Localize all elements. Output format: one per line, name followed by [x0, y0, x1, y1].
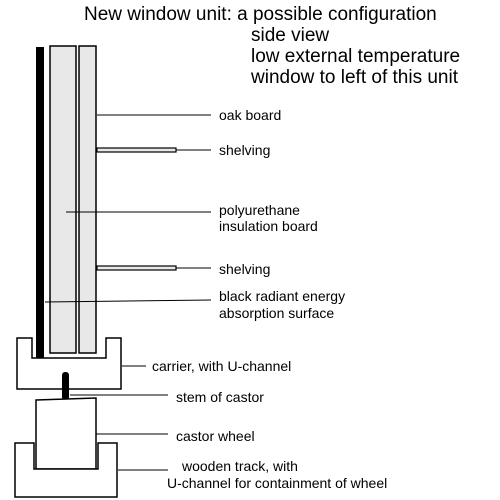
label-shelving-bottom: shelving	[219, 261, 271, 277]
label-track-line-1: wooden track, with	[182, 458, 298, 474]
title-line-3: low external temperature	[251, 46, 461, 67]
leader-absorber	[44, 299, 212, 303]
carrier-u-channel	[16, 337, 122, 390]
title-line-2: side view	[251, 25, 330, 46]
label-absorber-line-1: black radiant energy	[219, 288, 346, 304]
black-absorber-strip	[36, 47, 44, 360]
label-shelving-top: shelving	[219, 142, 271, 158]
label-absorber-line-2: absorption surface	[219, 305, 335, 321]
label-insulation-line-1: polyurethane	[219, 202, 300, 218]
oak-board	[78, 45, 97, 354]
label-carrier: carrier, with U-channel	[152, 358, 292, 374]
label-oak-board: oak board	[219, 107, 282, 123]
wooden-track	[14, 442, 118, 498]
label-stem: stem of castor	[176, 389, 264, 405]
title-line-4: window to left of this unit	[251, 67, 458, 88]
label-wheel: castor wheel	[176, 428, 255, 444]
shelving-bottom	[96, 265, 177, 271]
label-insulation-line-2: insulation board	[219, 218, 318, 234]
title-line-1: New window unit: a possible configuratio…	[84, 4, 437, 25]
castor-wheel	[35, 397, 97, 470]
insulation-board	[49, 45, 77, 354]
shelving-top	[96, 147, 177, 153]
castor-stem	[62, 372, 69, 400]
label-track-line-2: U-channel for containment of wheel	[167, 475, 388, 491]
